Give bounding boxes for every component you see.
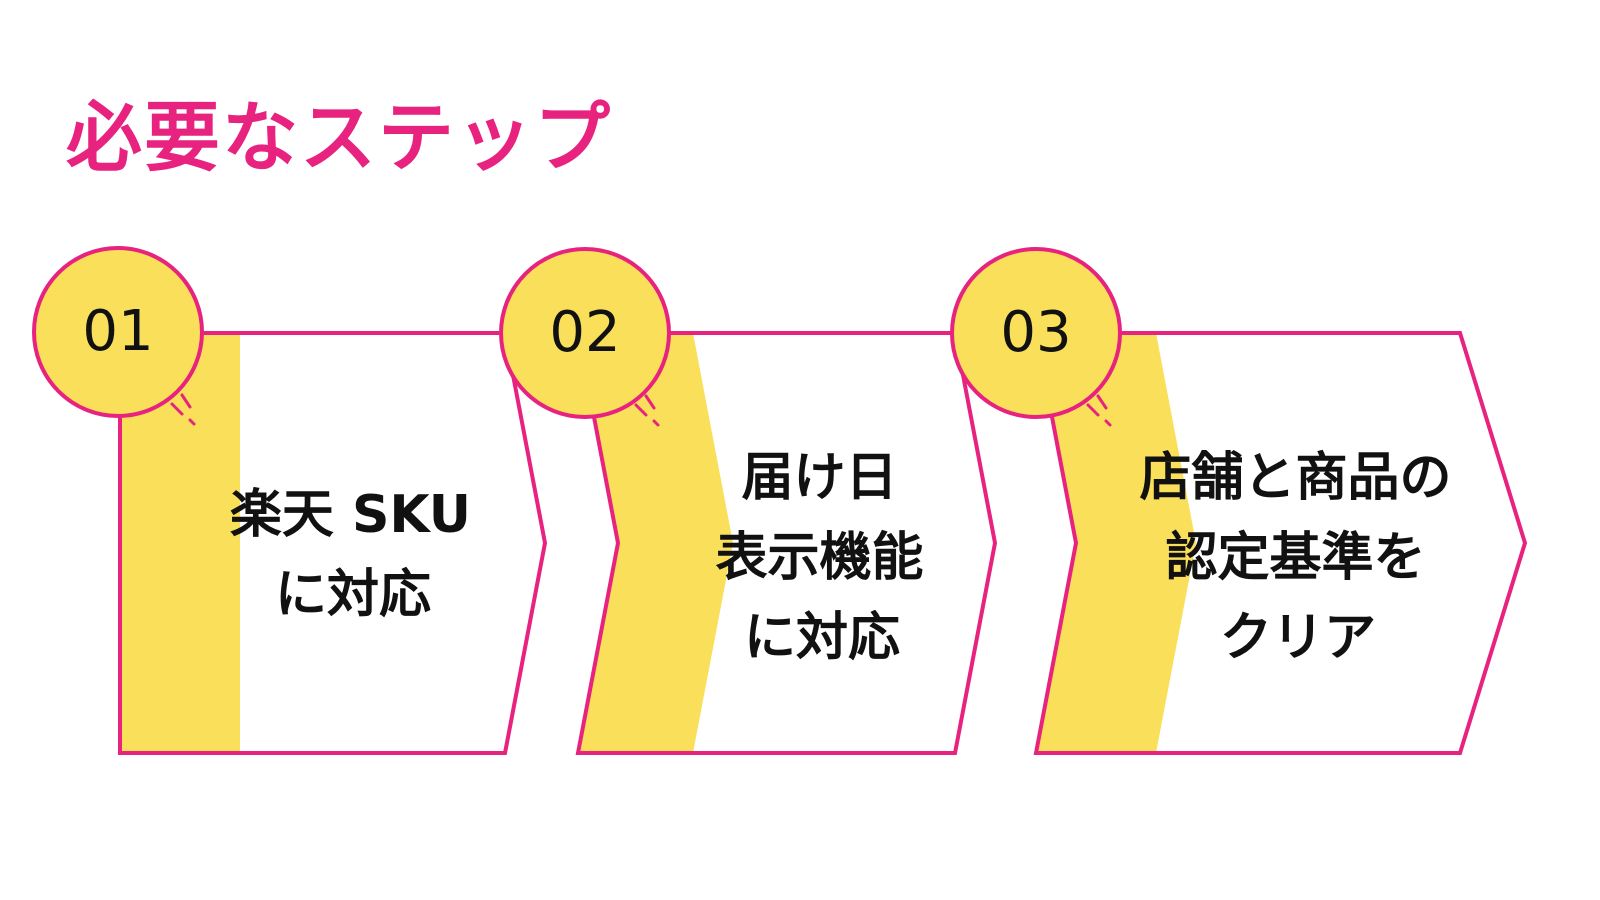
step-3-number: 03 bbox=[1000, 300, 1071, 365]
step-3-stripe bbox=[1036, 333, 1196, 753]
step-3-line-1: 店舗と商品の bbox=[1139, 448, 1451, 508]
step-3-number-badge bbox=[950, 247, 1122, 419]
step-3-outline bbox=[1033, 331, 1528, 755]
step-1-stripe bbox=[120, 333, 240, 753]
step-1-line-1: 楽天 SKU bbox=[230, 485, 471, 545]
step-2-number: 02 bbox=[549, 300, 620, 365]
step-3-line-2: 認定基準を bbox=[1165, 528, 1425, 588]
step-1-number-badge bbox=[32, 246, 204, 418]
step-1-outline bbox=[118, 331, 548, 755]
step-3: 03 店舗と商品の 認定基準を クリア bbox=[950, 247, 1528, 755]
step-3-line-3: クリア bbox=[1220, 608, 1376, 668]
step-1-line-2: に対応 bbox=[275, 565, 431, 625]
step-2-line-2: 表示機能 bbox=[715, 528, 923, 588]
step-2-stripe bbox=[578, 333, 733, 753]
step-1-label: 楽天 SKU に対応 bbox=[230, 485, 476, 625]
step-1-spark-accent bbox=[170, 393, 196, 426]
step-1-number: 01 bbox=[82, 299, 153, 364]
step-2: 02 届け日 表示機能 に対応 bbox=[499, 247, 998, 755]
step-3-label: 店舗と商品の 認定基準を クリア bbox=[1139, 448, 1456, 668]
step-2-spark-accent bbox=[634, 394, 660, 427]
step-2-number-badge bbox=[499, 247, 671, 419]
step-2-label: 届け日 表示機能 に対応 bbox=[715, 448, 928, 668]
step-2-line-3: に対応 bbox=[744, 608, 900, 668]
step-2-line-1: 届け日 bbox=[741, 448, 897, 508]
step-3-spark-accent bbox=[1086, 394, 1112, 427]
step-1: 01 楽天 SKU に対応 bbox=[32, 246, 548, 755]
page-title: 必要なステップ bbox=[66, 93, 612, 182]
